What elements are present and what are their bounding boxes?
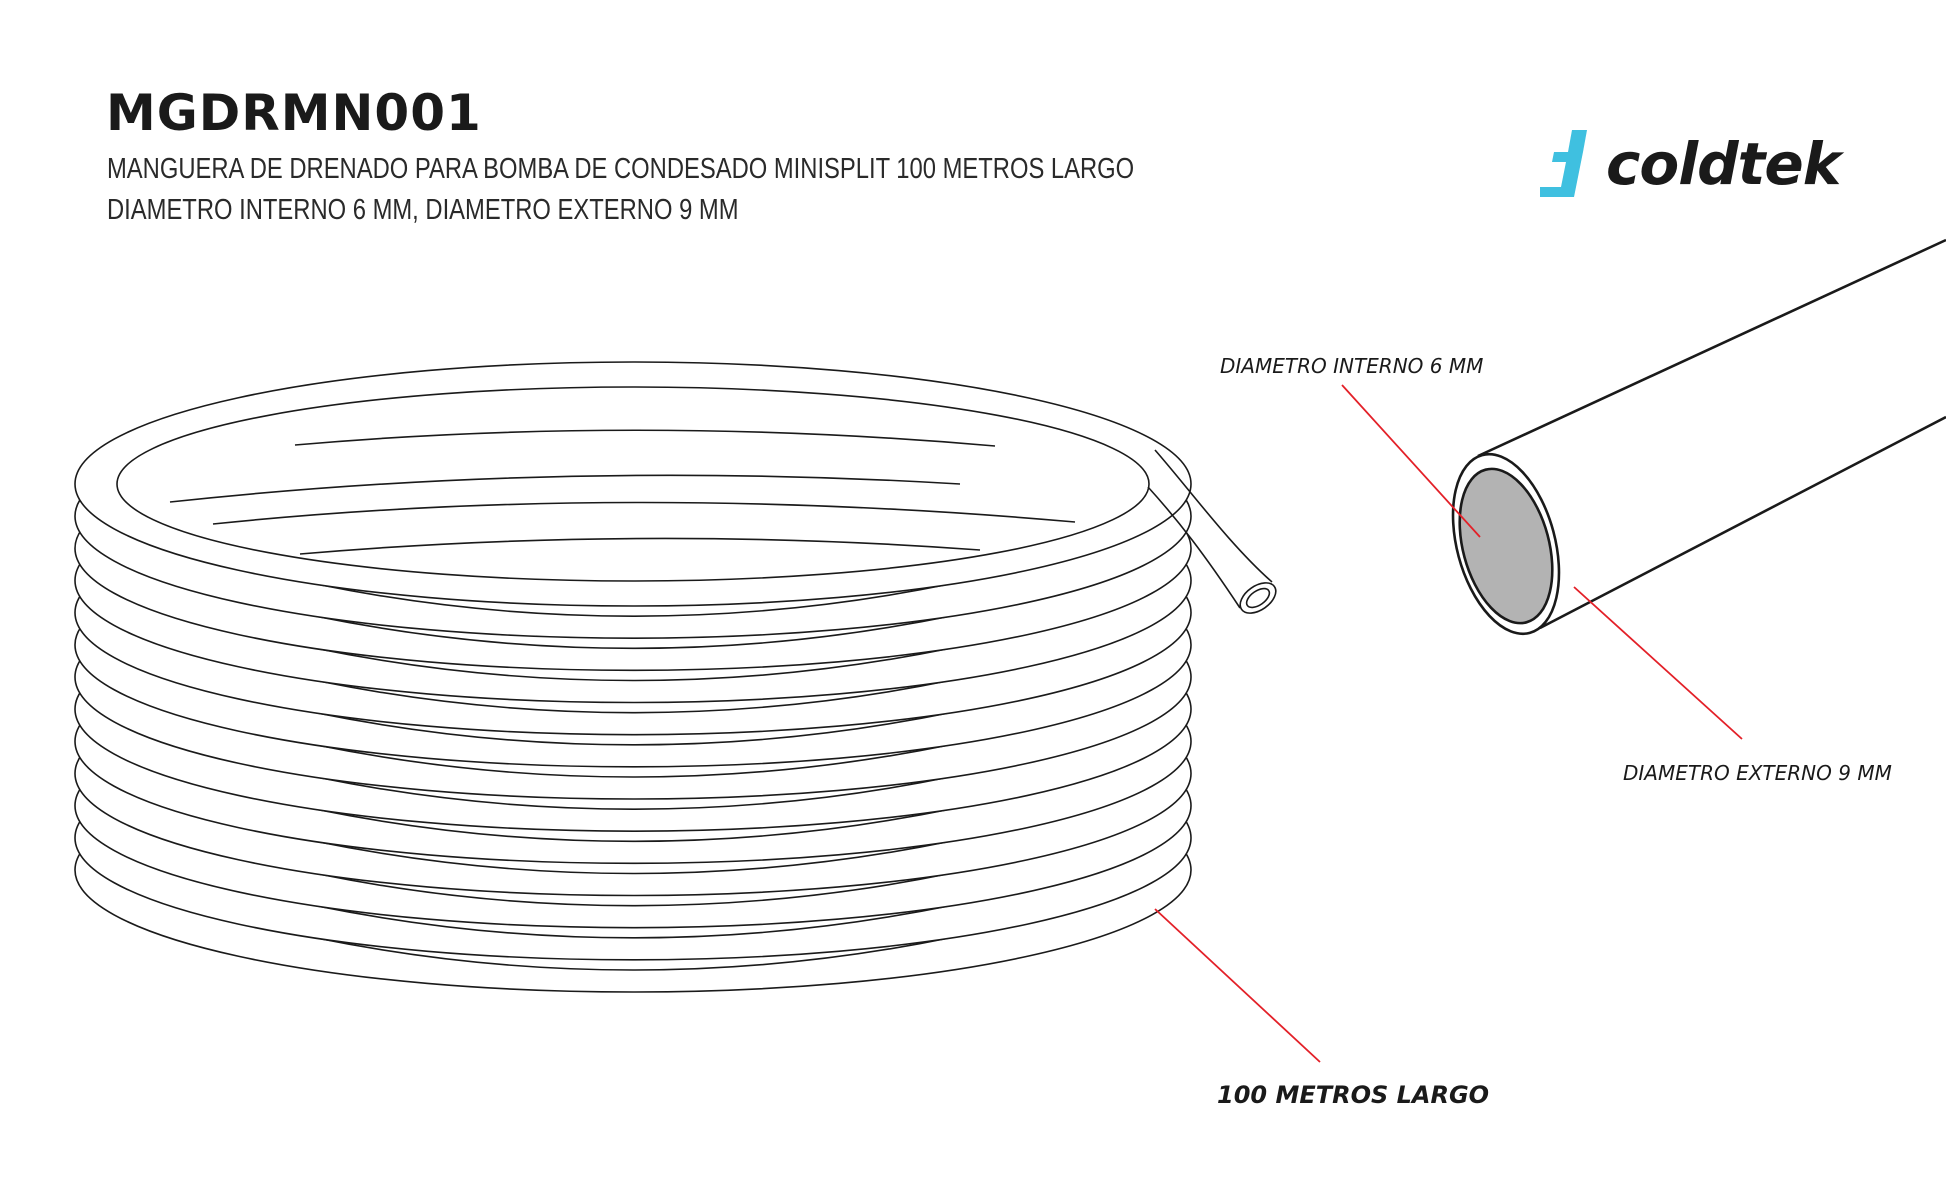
leader-lines: [1154, 384, 1743, 1063]
inner-diameter-leader-line: [1341, 384, 1481, 538]
coil-tail: [1147, 486, 1241, 609]
hose-bore: [1458, 467, 1554, 625]
hose-segment: [1451, 238, 1946, 636]
coil-top-inner-ring: [116, 386, 1150, 582]
product-description-line-2: DIAMETRO INTERNO 6 MM, DIAMETRO EXTERNO …: [107, 194, 739, 226]
outer-diameter-label: DIAMETRO EXTERNO 9 MM: [1623, 761, 1892, 785]
coil-highlight: [299, 537, 981, 555]
coil-tail-end-bore: [1245, 587, 1271, 609]
inner-diameter-label: DIAMETRO INTERNO 6 MM: [1220, 354, 1484, 378]
coil-highlight: [212, 501, 1076, 525]
coil-top-outer-ring: [74, 361, 1192, 607]
length-label: 100 METROS LARGO: [1217, 1081, 1490, 1109]
coldtek-logo-icon: [1540, 130, 1587, 197]
product-description-line-1: MANGUERA DE DRENADO PARA BOMBA DE CONDES…: [107, 153, 1135, 185]
hose-coil: [74, 361, 1277, 993]
coil-highlight: [169, 474, 961, 503]
coil-tail: [1154, 449, 1273, 583]
brand-logo: coldtek: [1540, 125, 1860, 215]
logo-wordmark: coldtek: [1606, 130, 1841, 198]
length-leader-line: [1154, 908, 1321, 1063]
product-code: MGDRMN001: [106, 84, 482, 142]
coil-highlight: [294, 429, 996, 447]
hose-segment-top-edge: [1477, 238, 1946, 458]
hose-segment-bottom-edge: [1539, 415, 1946, 630]
outer-diameter-leader-line: [1573, 586, 1743, 740]
coil-tail-end: [1239, 582, 1277, 614]
